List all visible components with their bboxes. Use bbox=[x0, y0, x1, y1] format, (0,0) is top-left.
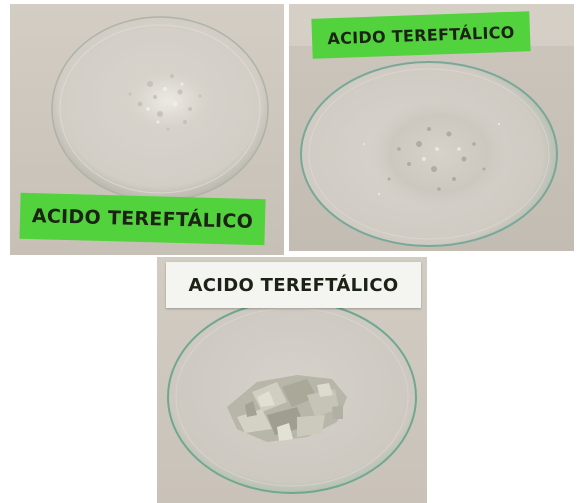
sample-label: ACIDO TEREFTÁLICO bbox=[311, 11, 531, 59]
sample-label: ACIDO TEREFTÁLICO bbox=[19, 192, 266, 246]
photo-sample-2: ACIDO TEREFTÁLICO bbox=[289, 4, 574, 251]
powder-pile bbox=[113, 61, 223, 141]
photo-sample-3: ACIDO TEREFTÁLICO bbox=[157, 257, 427, 503]
flakes-pile bbox=[227, 375, 347, 442]
sample-label: ACIDO TEREFTÁLICO bbox=[166, 262, 421, 308]
powder-pile bbox=[369, 99, 509, 209]
photo-sample-1: ACIDO TEREFTÁLICO bbox=[10, 4, 284, 255]
